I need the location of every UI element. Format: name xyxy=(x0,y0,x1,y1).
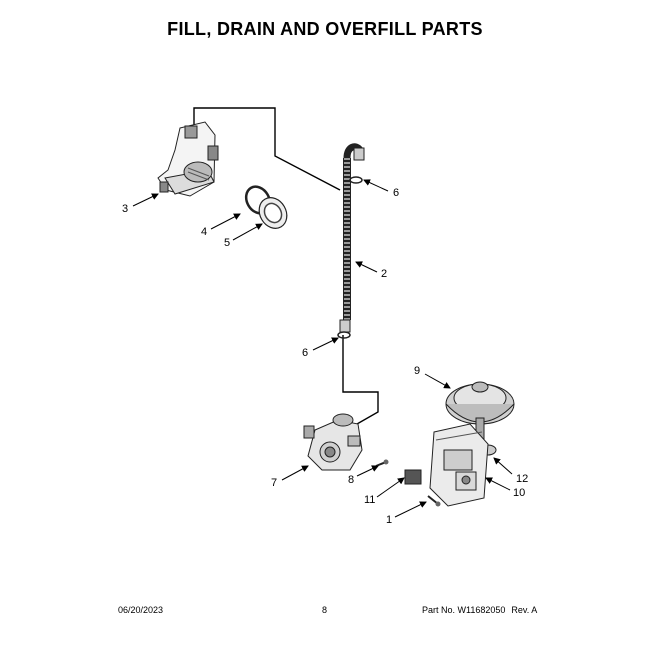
connector-lines xyxy=(193,107,379,429)
callout-7: 7 xyxy=(271,477,277,489)
callout-8: 8 xyxy=(348,474,354,486)
drain-pump-part-7[interactable] xyxy=(303,413,363,471)
callout-2: 2 xyxy=(381,268,387,280)
callout-10: 10 xyxy=(513,487,525,499)
page-title: FILL, DRAIN AND OVERFILL PARTS xyxy=(167,19,483,39)
sensor-part-11[interactable] xyxy=(404,469,422,485)
callout-12: 12 xyxy=(516,473,528,485)
hose-clamp-top-part-6[interactable] xyxy=(349,176,363,184)
footer-date: 06/20/2023 xyxy=(118,605,164,615)
footer-page-number: 8 xyxy=(322,605,328,615)
screw-part-1[interactable] xyxy=(427,495,441,507)
revision: Rev. A xyxy=(511,605,538,615)
callout-6-bottom: 6 xyxy=(302,347,308,359)
footer-part-number: Part No. W11682050 Rev. A xyxy=(422,605,543,615)
callout-3: 3 xyxy=(122,203,128,215)
callout-1: 1 xyxy=(386,514,392,526)
part-number: Part No. W11682050 xyxy=(422,605,506,615)
float-part-9[interactable] xyxy=(445,381,515,441)
callout-arrows xyxy=(132,179,513,518)
callout-9: 9 xyxy=(414,365,420,377)
hose-clamp-bottom-part-6[interactable] xyxy=(337,331,351,339)
screw-part-8[interactable] xyxy=(375,459,389,467)
callout-4: 4 xyxy=(201,226,207,238)
callout-11: 11 xyxy=(364,494,375,506)
callout-6-top: 6 xyxy=(393,187,399,199)
callout-5: 5 xyxy=(224,237,230,249)
drain-hose-part-2[interactable] xyxy=(339,143,365,333)
vent-cap-part-5[interactable] xyxy=(254,193,293,234)
inlet-valve-bracket-part-10[interactable] xyxy=(429,423,489,507)
callout-labels: 3 4 5 6 2 6 9 7 8 11 1 10 12 xyxy=(122,187,528,526)
vent-fill-housing-part-3[interactable] xyxy=(157,121,219,197)
